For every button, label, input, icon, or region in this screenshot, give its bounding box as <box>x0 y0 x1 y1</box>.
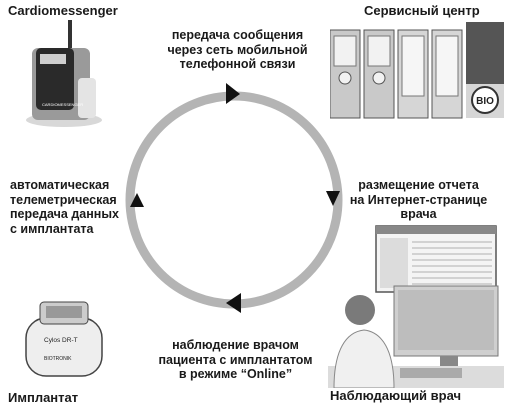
service-logo-text: BIO <box>476 96 494 107</box>
service-center-image: BIO <box>330 22 504 119</box>
doctor-title: Наблюдающий врач <box>330 388 462 403</box>
doctor-image <box>328 285 504 388</box>
arrow-left <box>130 193 144 207</box>
cardiomessenger-title: Cardiomessenger <box>8 3 118 18</box>
arrow-right <box>326 191 340 206</box>
web-report-screen-image <box>375 225 497 293</box>
label-online-monitoring: наблюдение врачом пациента с имплантатом… <box>158 338 313 381</box>
service-center-title: Сервисный центр <box>364 3 480 18</box>
cardiomessenger-device-image: CARDIOMESSENGER <box>26 20 102 127</box>
implant-title: Имплантат <box>8 390 79 405</box>
implant-brand-text: BIOTRONIK <box>44 356 72 362</box>
label-telemetry: автоматическая телеметрическая передача … <box>10 178 119 236</box>
implant-model-text: Cylos DR-T <box>44 337 78 344</box>
label-mobile-transfer: передача сообщения через сеть мобильной … <box>167 28 308 71</box>
cycle-ring <box>125 91 343 309</box>
arrow-bottom <box>226 293 241 313</box>
implant-device-image: Cylos DR-T BIOTRONIK <box>25 301 103 377</box>
arrow-top <box>226 83 240 104</box>
label-web-report: размещение отчета на Интернет-странице в… <box>349 178 488 221</box>
cardiomessenger-brand-text: CARDIOMESSENGER <box>42 102 83 107</box>
